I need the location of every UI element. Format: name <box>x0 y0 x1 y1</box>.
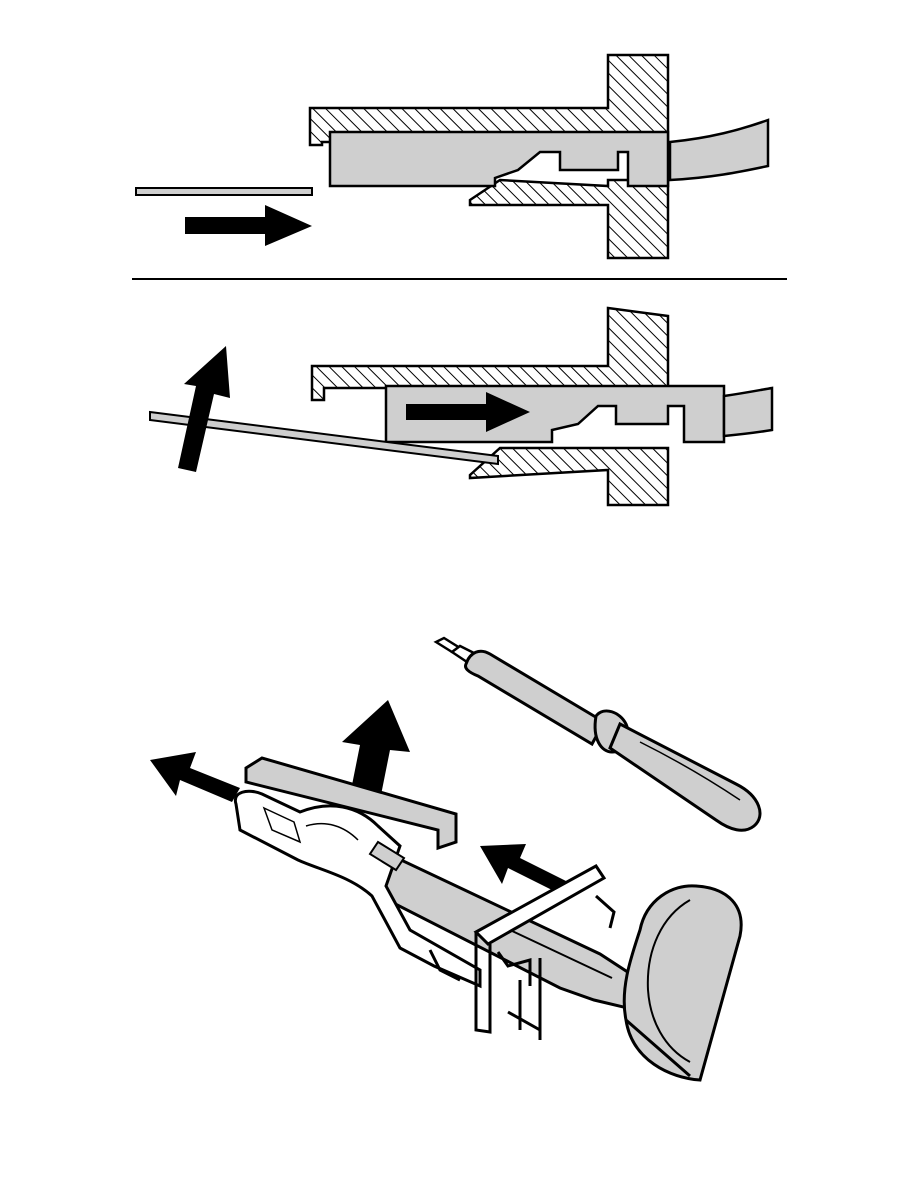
housing-lower-section <box>468 178 670 260</box>
terminal-body <box>328 130 670 188</box>
cable-seal-cap <box>622 884 743 1082</box>
release-tool-blade <box>135 187 313 196</box>
arrow-right-icon <box>185 205 312 246</box>
arrow-left-icon <box>150 752 240 802</box>
panel-terminal-released <box>149 306 774 507</box>
locking-lance <box>244 756 458 851</box>
terminal-body <box>384 384 726 444</box>
lance-notch <box>368 840 406 872</box>
arrow-left-icon <box>480 844 568 894</box>
panel-terminal-removal-perspective <box>150 636 762 1082</box>
arrow-right-icon <box>406 392 530 432</box>
wire-cable <box>668 118 770 182</box>
housing-upper-section <box>308 53 670 147</box>
connector-housing-frame <box>428 864 616 1040</box>
housing-upper-section <box>310 306 670 402</box>
screwdriver-icon <box>433 636 762 832</box>
release-tool-blade <box>149 410 499 466</box>
housing-lower-section <box>468 446 670 507</box>
arrow-up-icon <box>178 346 230 472</box>
arrow-up-icon <box>342 700 410 800</box>
panel-terminal-locked <box>135 53 770 260</box>
wire-cable <box>722 386 774 438</box>
